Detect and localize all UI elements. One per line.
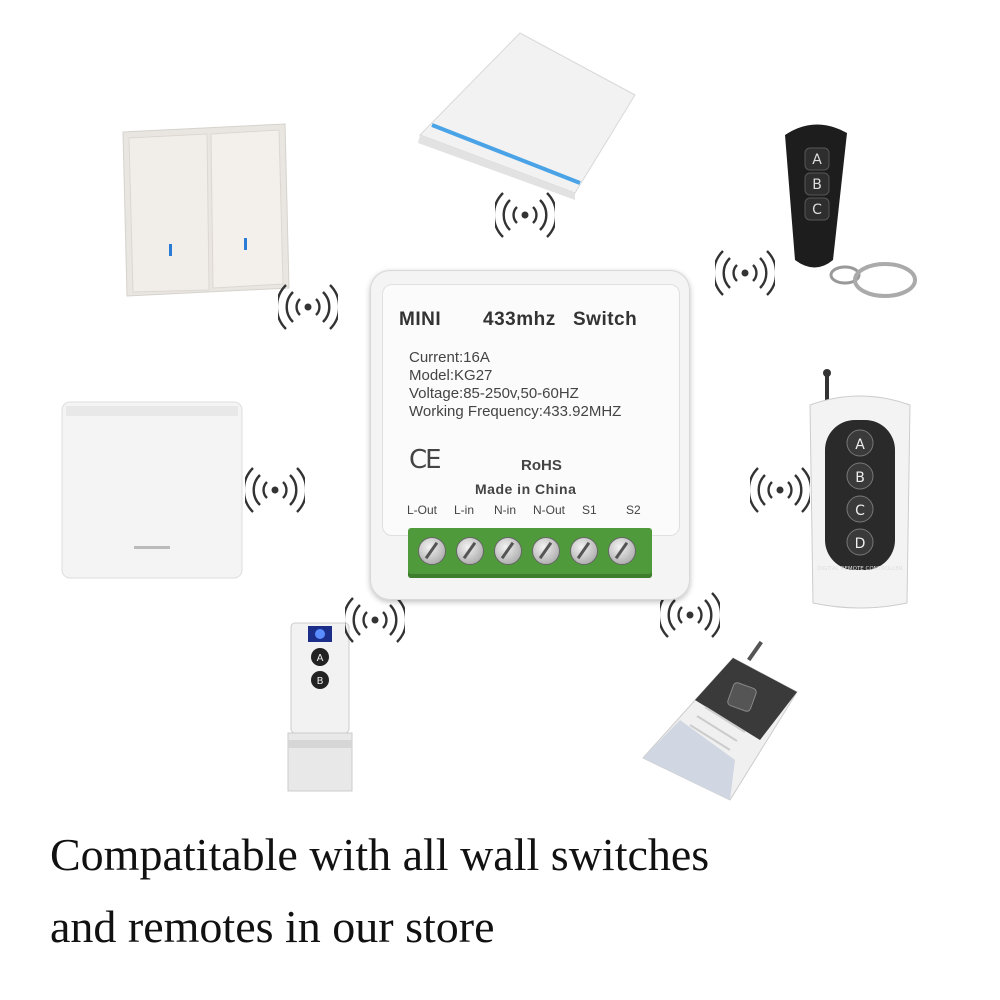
- double-wall-switch: [115, 120, 295, 300]
- terminal-screw: [570, 537, 598, 565]
- caption-line-2: and remotes in our store: [50, 901, 495, 952]
- terminal-label-l-in: L-in: [454, 503, 475, 517]
- remote4-label-d: D: [855, 536, 866, 552]
- keyfob-label-c: C: [812, 202, 822, 218]
- made-in-label: Made in China: [475, 481, 577, 497]
- signal-icon-left: [245, 465, 305, 515]
- terminal-label-n-in: N-in: [494, 503, 517, 517]
- module-face: MINI 433mhz Switch Current:16A Model:KG2…: [382, 284, 680, 536]
- terminal-screw: [418, 537, 446, 565]
- spec-current: Current:16A: [409, 349, 490, 366]
- keyfob-label-a: A: [812, 152, 822, 168]
- square-wall-switch: [60, 400, 245, 580]
- slim-remote: A B: [285, 620, 355, 795]
- terminal-label-s1: S1: [582, 503, 597, 517]
- mini-switch-module: MINI 433mhz Switch Current:16A Model:KG2…: [370, 270, 690, 600]
- signal-icon-right: [750, 465, 810, 515]
- rohs-mark: RoHS: [521, 457, 562, 474]
- four-button-remote: A B C D DIGITAL REMOTE CONTROLLER: [805, 365, 915, 615]
- remote4-label-c: C: [855, 503, 865, 519]
- remote4-label-a: A: [855, 437, 865, 453]
- caption-line-1: Compatitable with all wall switches: [50, 829, 710, 880]
- slim-label-b: B: [317, 676, 324, 687]
- ce-mark: CE: [409, 445, 442, 475]
- keyfob-label-b: B: [812, 177, 822, 193]
- spec-frequency: Working Frequency:433.92MHZ: [409, 403, 622, 420]
- terminal-label-s2: S2: [626, 503, 641, 517]
- terminal-screw: [494, 537, 522, 565]
- terminal-label-n-out: N-Out: [533, 503, 566, 517]
- module-title-frequency: 433mhz: [483, 309, 556, 330]
- spec-voltage: Voltage:85-250v,50-60HZ: [409, 385, 579, 402]
- slim-label-a: A: [317, 653, 324, 664]
- signal-icon-bottom-left: [345, 595, 405, 645]
- spec-model: Model:KG27: [409, 367, 493, 384]
- tilted-wall-switch: [410, 25, 640, 200]
- module-title-switch: Switch: [573, 309, 638, 330]
- signal-icon-top: [495, 190, 555, 240]
- signal-icon-top-right: [715, 248, 775, 298]
- terminal-screw: [456, 537, 484, 565]
- remote4-label-b: B: [855, 470, 865, 486]
- remote4-text: DIGITAL REMOTE CONTROLLER: [817, 566, 903, 572]
- terminal-screw: [608, 537, 636, 565]
- terminal-block: [408, 528, 652, 578]
- slide-remote: [635, 640, 805, 805]
- signal-icon-top-left: [278, 282, 338, 332]
- keyfob-remote: A B C: [775, 115, 925, 305]
- terminal-label-l-out: L-Out: [407, 503, 438, 517]
- module-title-mini: MINI: [399, 309, 442, 330]
- terminal-screw: [532, 537, 560, 565]
